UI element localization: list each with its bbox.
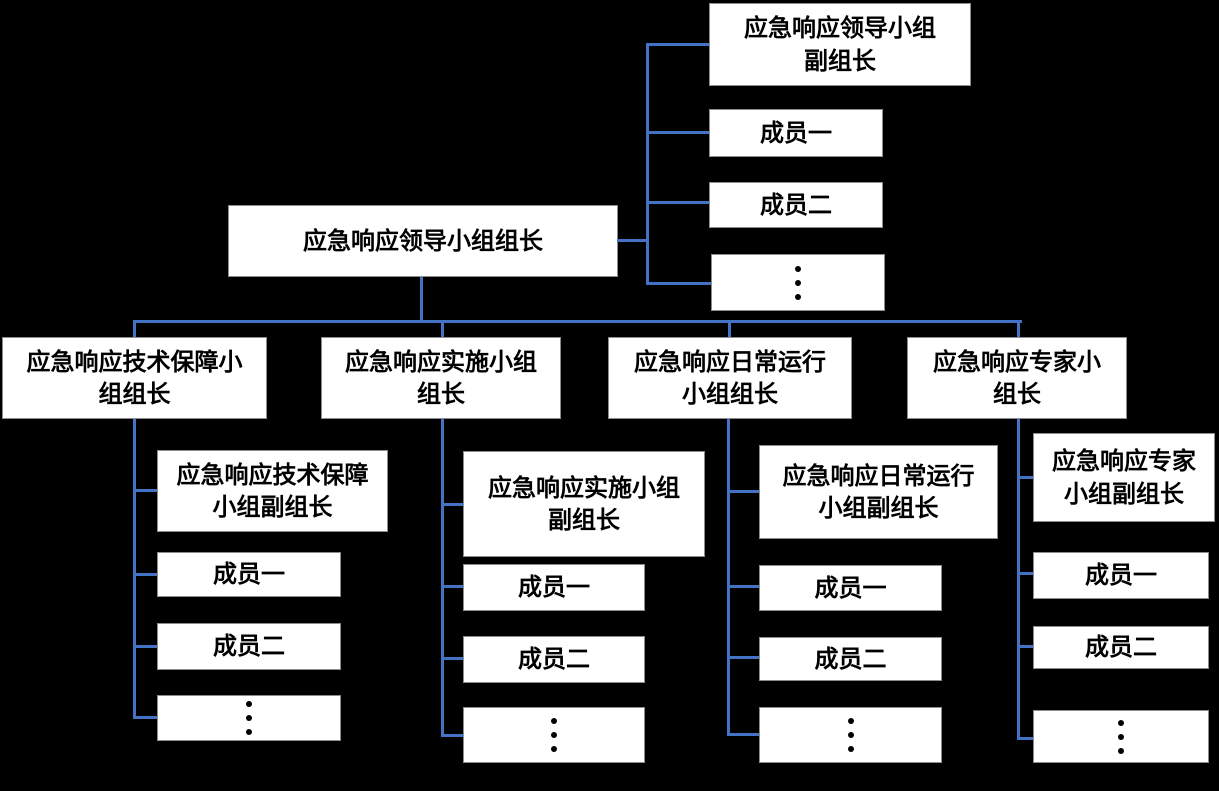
connector-group4-member1-stub bbox=[1020, 572, 1033, 575]
connector-group1-more-stub bbox=[136, 716, 157, 719]
connector-root-to-spine bbox=[617, 239, 648, 242]
box-group2-member-2: 成员二 bbox=[463, 636, 645, 683]
box-group4-deputy: 应急响应专家 小组副组长 bbox=[1033, 433, 1215, 522]
connector-distribution-line bbox=[133, 320, 1022, 323]
connector-group2-member2-stub bbox=[444, 657, 463, 660]
connector-group2-drop bbox=[441, 322, 444, 338]
box-group3-member-2: 成员二 bbox=[759, 637, 942, 681]
connector-group4-member2-stub bbox=[1020, 645, 1033, 648]
connector-group1-spine bbox=[133, 419, 136, 719]
box-group4-leader: 应急响应专家小 组长 bbox=[907, 337, 1127, 419]
box-group3-member-1: 成员一 bbox=[759, 565, 942, 611]
box-group1-member-1: 成员一 bbox=[157, 552, 341, 597]
connector-group4-deputy-stub bbox=[1020, 476, 1033, 479]
connector-group4-spine bbox=[1017, 419, 1020, 740]
box-root-member-2: 成员二 bbox=[709, 182, 883, 228]
box-root-more-members bbox=[711, 254, 885, 311]
box-group4-member-2: 成员二 bbox=[1033, 626, 1209, 669]
box-root-deputy: 应急响应领导小组 副组长 bbox=[709, 3, 971, 86]
connector-group2-member1-stub bbox=[444, 585, 463, 588]
box-group2-more-members bbox=[463, 707, 645, 763]
connector-root-deputy-stub bbox=[649, 43, 709, 46]
connector-group2-deputy-stub bbox=[444, 503, 463, 506]
box-group1-member-2: 成员二 bbox=[157, 623, 341, 670]
box-group4-more-members bbox=[1033, 710, 1209, 763]
connector-group4-more-stub bbox=[1020, 737, 1033, 740]
connector-group3-more-stub bbox=[730, 733, 759, 736]
connector-root-more-stub bbox=[649, 282, 711, 285]
connector-group3-drop bbox=[728, 322, 731, 338]
box-group2-member-1: 成员一 bbox=[463, 564, 645, 611]
connector-group1-member2-stub bbox=[136, 645, 157, 648]
connector-group1-deputy-stub bbox=[136, 489, 157, 492]
box-group1-leader: 应急响应技术保障小 组组长 bbox=[2, 337, 267, 419]
connector-group1-drop bbox=[133, 322, 136, 338]
connector-group3-spine bbox=[727, 419, 730, 736]
connector-root-member2-stub bbox=[649, 201, 709, 204]
box-group3-deputy: 应急响应日常运行 小组副组长 bbox=[759, 445, 998, 539]
box-group2-deputy: 应急响应实施小组 副组长 bbox=[463, 451, 705, 557]
box-group4-member-1: 成员一 bbox=[1033, 552, 1209, 599]
connector-root-team-spine bbox=[646, 43, 649, 285]
connector-root-member1-stub bbox=[649, 131, 709, 134]
connector-group4-drop bbox=[1017, 322, 1020, 338]
box-root-leader: 应急响应领导小组组长 bbox=[228, 205, 618, 277]
connector-group3-member1-stub bbox=[730, 585, 759, 588]
connector-group3-member2-stub bbox=[730, 656, 759, 659]
connector-group1-member1-stub bbox=[136, 573, 157, 576]
connector-group3-deputy-stub bbox=[730, 490, 759, 493]
box-group3-leader: 应急响应日常运行 小组组长 bbox=[608, 337, 852, 419]
connector-group2-spine bbox=[441, 419, 444, 737]
box-group1-deputy: 应急响应技术保障 小组副组长 bbox=[157, 450, 388, 532]
box-group2-leader: 应急响应实施小组 组长 bbox=[321, 337, 561, 419]
box-root-member-1: 成员一 bbox=[709, 109, 883, 157]
box-group1-more-members bbox=[157, 695, 341, 741]
connector-root-drop bbox=[420, 277, 423, 322]
connector-group2-more-stub bbox=[444, 734, 463, 737]
box-group3-more-members bbox=[759, 707, 942, 763]
